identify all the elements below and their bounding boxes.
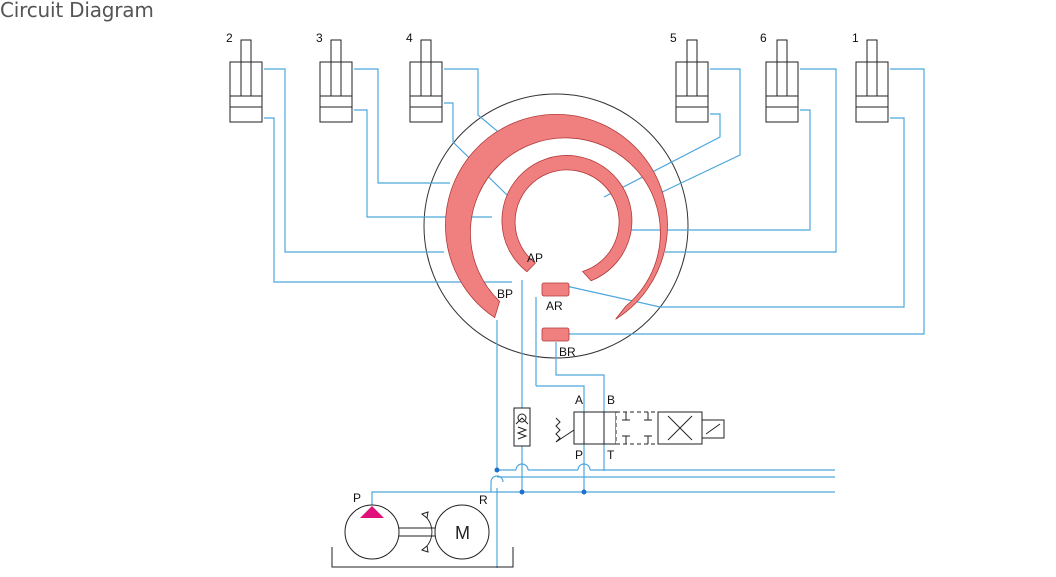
ar-label: AR bbox=[546, 299, 563, 313]
junction-dots bbox=[494, 467, 587, 495]
pump-arrow-icon bbox=[360, 506, 384, 518]
br-label: BR bbox=[559, 345, 576, 359]
page-title: Circuit Diagram bbox=[0, 0, 154, 22]
cylinder-3 bbox=[319, 39, 353, 123]
cylinder-2-label: 2 bbox=[226, 31, 233, 45]
check-valve bbox=[513, 407, 531, 447]
ar-port bbox=[541, 282, 570, 297]
valve-t-label: T bbox=[607, 448, 615, 462]
motor bbox=[434, 504, 490, 560]
hydraulic-lines bbox=[264, 68, 925, 568]
cylinder-6-label: 6 bbox=[760, 31, 767, 45]
valve-p-label: P bbox=[575, 448, 583, 462]
valve-b-label: B bbox=[607, 393, 615, 407]
br-port bbox=[541, 327, 570, 342]
pump-p-label: P bbox=[353, 491, 361, 505]
cylinder-6 bbox=[765, 39, 799, 123]
cylinder-5 bbox=[675, 39, 709, 123]
cylinder-4 bbox=[409, 39, 443, 123]
pump-r-label: R bbox=[479, 493, 488, 507]
motor-label: M bbox=[455, 523, 470, 543]
pump bbox=[344, 504, 400, 560]
rotary-ports bbox=[445, 114, 668, 342]
directional-valve bbox=[555, 411, 725, 445]
cylinder-2 bbox=[229, 39, 263, 123]
cylinder-4-label: 4 bbox=[406, 31, 413, 45]
cylinder-1 bbox=[855, 39, 889, 123]
inner-arc bbox=[501, 155, 633, 282]
ap-label: AP bbox=[527, 251, 543, 265]
cylinder-3-label: 3 bbox=[316, 31, 323, 45]
bp-label: BP bbox=[497, 287, 513, 301]
outer-arc bbox=[445, 114, 668, 320]
pump-motor-unit bbox=[331, 504, 514, 568]
cylinder-5-label: 5 bbox=[670, 31, 677, 45]
valve-a-label: A bbox=[575, 393, 583, 407]
cylinder-1-label: 1 bbox=[852, 31, 859, 45]
